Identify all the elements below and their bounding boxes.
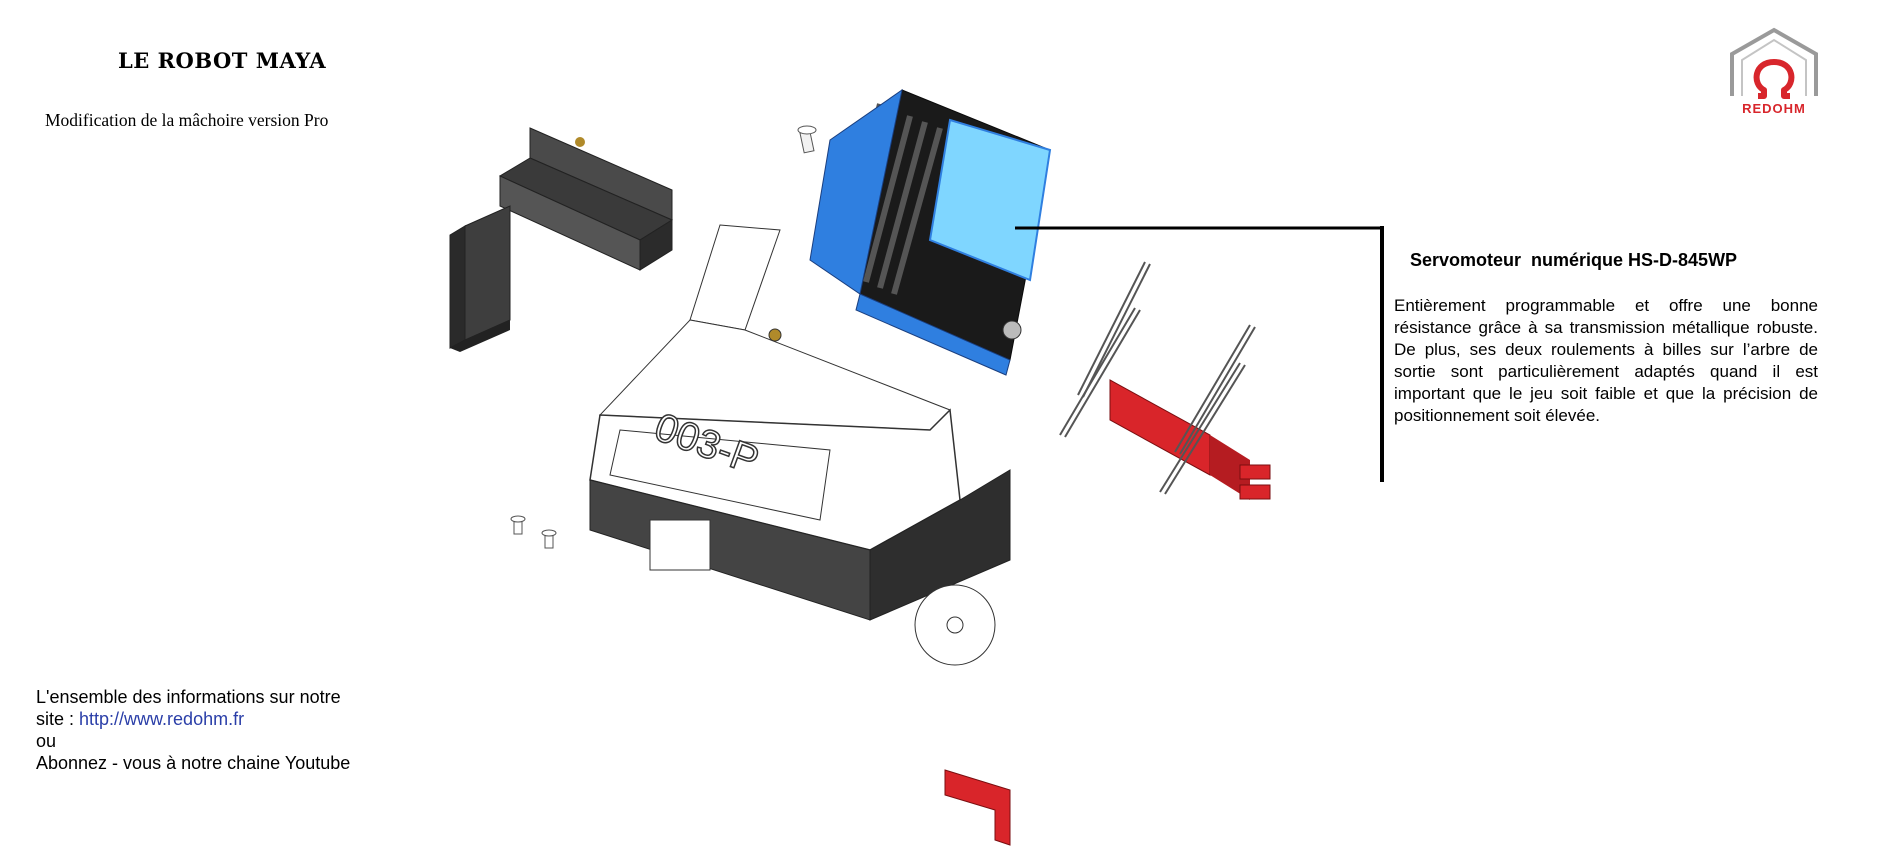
info-site-prefix: site : — [36, 709, 80, 729]
website-link[interactable]: http://www.redohm.fr — [79, 709, 245, 729]
servo-description: Entièrement programmable et offre une bo… — [1394, 296, 1818, 425]
exploded-view-drawing: 003-P — [449, 88, 1271, 846]
servo-title: Servomoteur numérique HS-D-845WP — [1410, 250, 1738, 270]
redohm-logo — [1730, 27, 1818, 99]
logo-text: REDOHM — [1742, 101, 1806, 116]
info-line-4: Abonnez - vous à notre chaine Youtube — [36, 753, 351, 773]
info-line-2: site : http://www.redohm.fr — [36, 708, 350, 730]
page-title: LE ROBOT MAYA — [118, 48, 327, 73]
info-line-3: ou — [36, 731, 57, 751]
long-screws — [1059, 261, 1256, 495]
info-line-1: L'ensemble des informations sur notre — [36, 687, 341, 707]
servo-motor — [809, 88, 1052, 376]
page-subtitle: Modification de la mâchoire version Pro — [45, 110, 329, 130]
screws — [510, 125, 877, 549]
chassis: 003-P — [589, 224, 1011, 666]
dark-bracket — [449, 127, 674, 352]
info-block: L'ensemble des informations sur notre si… — [36, 686, 350, 774]
callout-line — [1015, 226, 1384, 482]
